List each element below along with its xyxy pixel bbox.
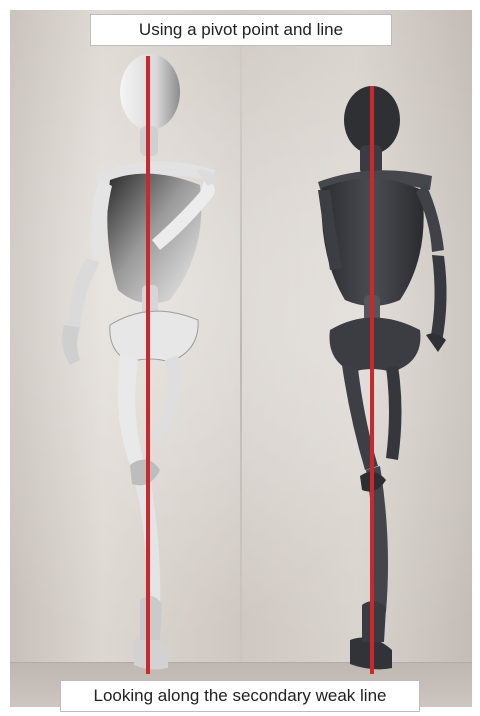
- light-pelvis: [110, 311, 198, 362]
- pivot-line-left: [146, 56, 150, 674]
- light-hand-left: [62, 325, 80, 365]
- dark-pelvis: [329, 318, 420, 373]
- dark-thigh-right: [386, 366, 402, 460]
- light-ankle: [140, 596, 162, 640]
- light-knee: [130, 460, 160, 486]
- light-thigh-right: [150, 355, 181, 440]
- light-foot: [134, 636, 168, 669]
- caption-label: Looking along the secondary weak line: [60, 680, 420, 712]
- dark-mannequin: [318, 86, 447, 669]
- light-thigh-left: [118, 355, 146, 470]
- title-label: Using a pivot point and line: [90, 14, 392, 46]
- light-mannequin: [62, 54, 218, 669]
- dark-forearm-right: [430, 255, 447, 342]
- light-forearm-left: [68, 258, 100, 326]
- pivot-line-right: [370, 86, 374, 674]
